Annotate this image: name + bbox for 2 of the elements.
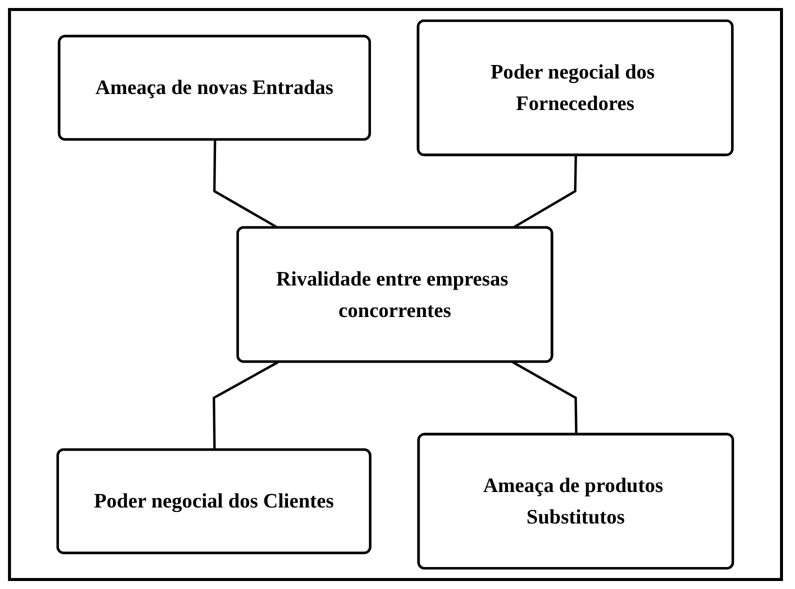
- connector: [212, 361, 279, 450]
- connector: [512, 361, 578, 435]
